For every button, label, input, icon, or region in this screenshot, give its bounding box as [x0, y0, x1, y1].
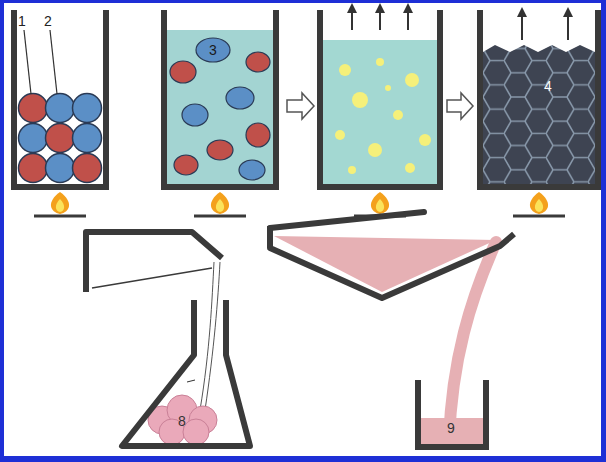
callout-number: 8 [178, 413, 186, 429]
callout-number: 3 [209, 42, 217, 58]
receiving-beaker [418, 380, 486, 447]
pouring-vessel [270, 212, 514, 440]
conical-flask [122, 300, 250, 446]
callout-number: 1 [17, 13, 27, 29]
panel [4, 3, 601, 456]
process-arrow [287, 93, 473, 119]
pouring-vessel [86, 232, 222, 410]
callout-number: 9 [447, 420, 455, 436]
beaker-boiling [320, 8, 440, 187]
callout-number: 2 [43, 13, 53, 29]
beaker-mixture [164, 10, 276, 187]
beaker-particles [14, 10, 106, 187]
burner-flame [34, 192, 565, 216]
callout-number: 4 [544, 78, 552, 94]
beaker-crystal [480, 10, 598, 187]
